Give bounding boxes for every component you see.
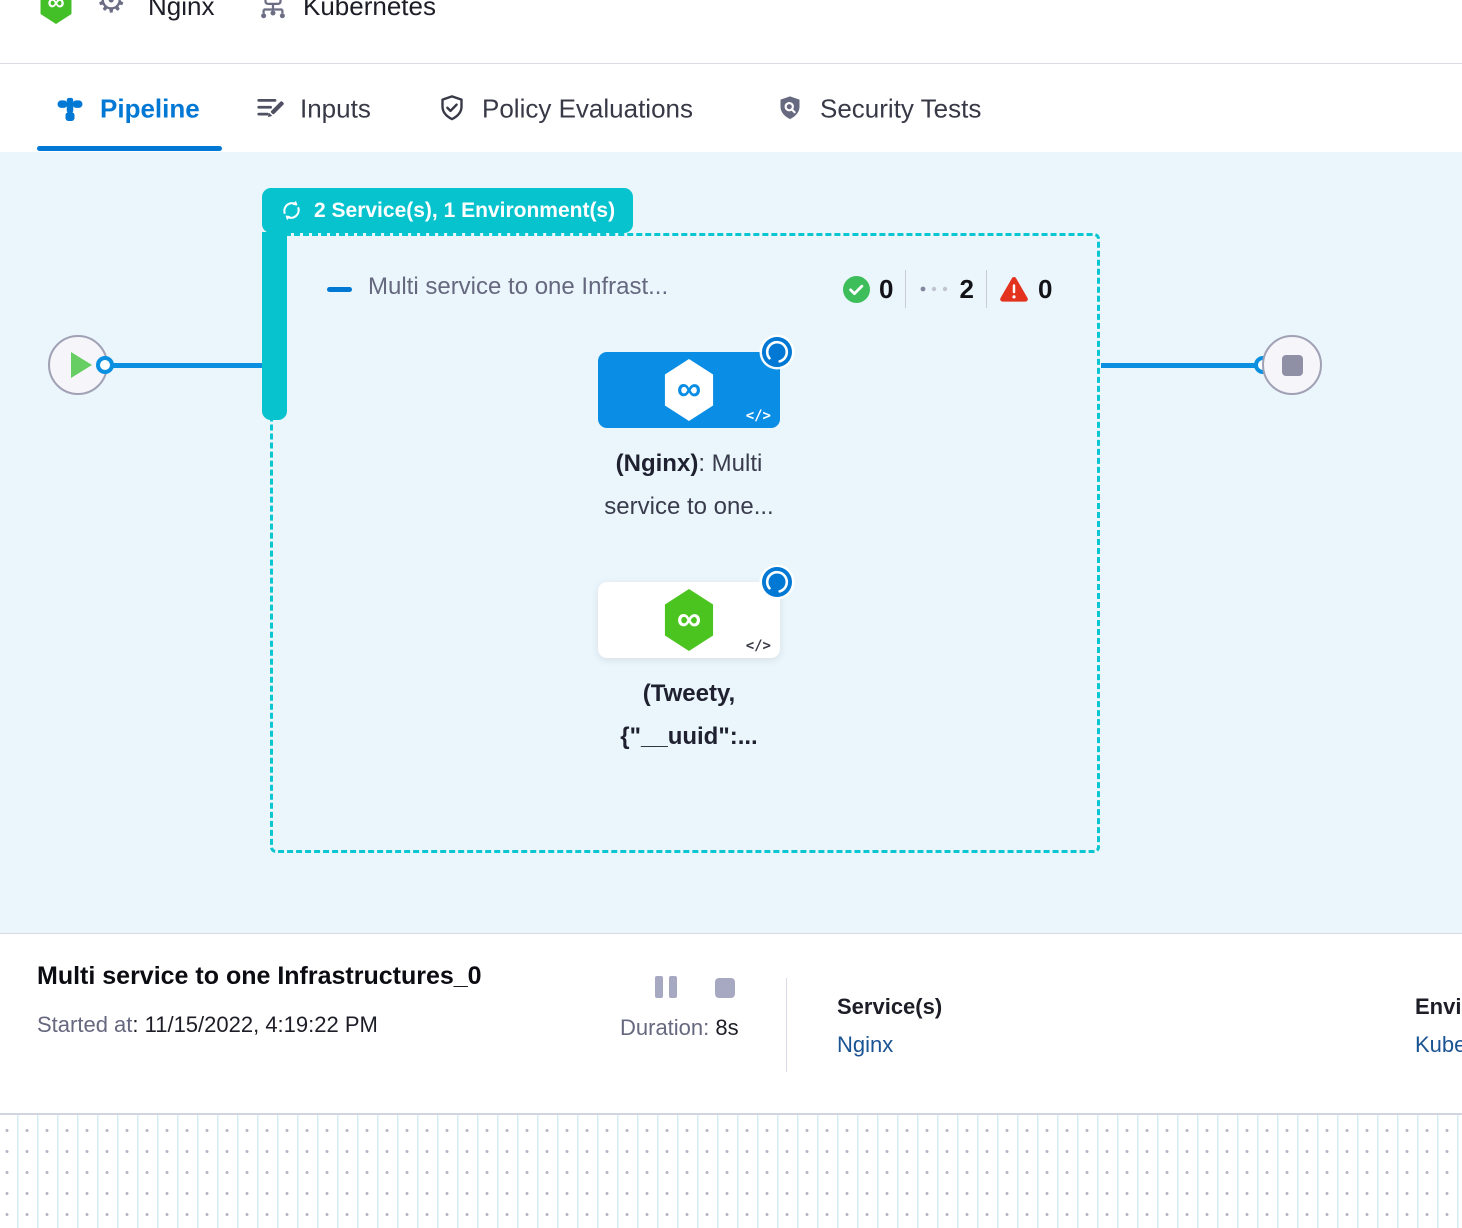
tab-policy-evaluations-label: Policy Evaluations [482, 93, 693, 124]
node-label-nginx: (Nginx): Multi service to one... [549, 442, 829, 528]
tab-pipeline[interactable]: Pipeline [55, 93, 200, 124]
pipeline-canvas[interactable]: 2 Service(s), 1 Environment(s) Multi ser… [0, 152, 1462, 933]
active-tab-indicator [37, 146, 222, 151]
collapse-stage-icon[interactable] [327, 287, 352, 292]
harness-stage-icon: ∞ [661, 589, 717, 651]
abort-button[interactable] [715, 978, 735, 998]
harness-stage-icon: ∞ [661, 359, 717, 421]
duration-label: Duration: [620, 1015, 709, 1040]
stage-title: Multi service to one Infrast... [368, 273, 668, 301]
node-label-tweety: (Tweety, {"__uuid":... [549, 672, 829, 758]
stop-square-icon [1282, 355, 1303, 376]
service-link-nginx[interactable]: Nginx [837, 1032, 1097, 1058]
tab-security-tests[interactable]: Security Tests [775, 93, 981, 124]
running-count: 2 [959, 274, 973, 305]
kubernetes-cluster-icon [258, 0, 288, 22]
services-label: Service(s) [837, 994, 1097, 1020]
console-grid-area [0, 1113, 1462, 1228]
stage-status-counts: 0 2 0 [843, 270, 1052, 308]
code-icon: </> [746, 638, 771, 654]
shield-scan-icon [775, 94, 805, 124]
duration: Duration: 8s [620, 1015, 739, 1041]
code-icon: </> [746, 408, 771, 424]
environments-summary: Environment(s) Kubernetes [1415, 994, 1462, 1058]
pipeline-icon [55, 94, 85, 124]
started-at-label: Started at [37, 1012, 132, 1037]
inputs-icon [255, 94, 285, 124]
warning-triangle-icon [999, 276, 1029, 303]
stage-group-left-strip [262, 232, 287, 420]
pause-button[interactable] [655, 976, 677, 998]
success-count: 0 [879, 274, 893, 305]
footer-divider [786, 978, 787, 1072]
loop-icon [280, 199, 303, 222]
started-at-value: : 11/15/2022, 4:19:22 PM [132, 1012, 377, 1037]
shield-check-icon [437, 94, 467, 124]
breadcrumb-service-name[interactable]: Nginx [148, 0, 214, 22]
running-spinner-icon [762, 337, 792, 367]
started-at: Started at: 11/15/2022, 4:19:22 PM [37, 1012, 378, 1038]
tab-inputs[interactable]: Inputs [255, 93, 371, 124]
stage-node-nginx[interactable]: ∞ </> [598, 352, 780, 428]
stage-group-badge[interactable]: 2 Service(s), 1 Environment(s) [262, 188, 633, 233]
running-spinner-icon [762, 567, 792, 597]
edge-stage-to-end [1101, 363, 1259, 368]
execution-tabbar: Pipeline Inputs Policy Evaluations [0, 65, 1462, 152]
harness-logo-icon: ∞ [38, 0, 74, 24]
execution-summary-bar: Multi service to one Infrastructures_0 S… [0, 933, 1462, 1113]
breadcrumb-bar: ∞ ⚙ Nginx Kubernetes [0, 0, 1462, 64]
failed-count: 0 [1038, 274, 1052, 305]
services-summary: Service(s) Nginx [837, 994, 1097, 1058]
tab-security-tests-label: Security Tests [820, 93, 981, 124]
tab-policy-evaluations[interactable]: Policy Evaluations [437, 93, 693, 124]
breadcrumb-environment-name[interactable]: Kubernetes [303, 0, 436, 22]
environment-link-kubernetes[interactable]: Kubernetes [1415, 1032, 1462, 1058]
edge-start-to-stage [106, 363, 262, 368]
pipeline-end-node [1262, 335, 1322, 395]
play-icon [71, 352, 92, 378]
tab-inputs-label: Inputs [300, 93, 371, 124]
environments-label: Environment(s) [1415, 994, 1462, 1020]
gear-icon: ⚙ [96, 0, 126, 18]
duration-value: 8s [709, 1015, 738, 1040]
success-check-icon [843, 276, 870, 303]
running-dots-icon [918, 284, 950, 294]
stage-group-badge-label: 2 Service(s), 1 Environment(s) [314, 199, 615, 223]
edge-connector-dot-start [96, 356, 114, 374]
stage-node-tweety[interactable]: ∞ </> [598, 582, 780, 658]
execution-title: Multi service to one Infrastructures_0 [37, 962, 482, 991]
tab-pipeline-label: Pipeline [100, 93, 200, 124]
stage-group-boundary [270, 233, 1100, 853]
